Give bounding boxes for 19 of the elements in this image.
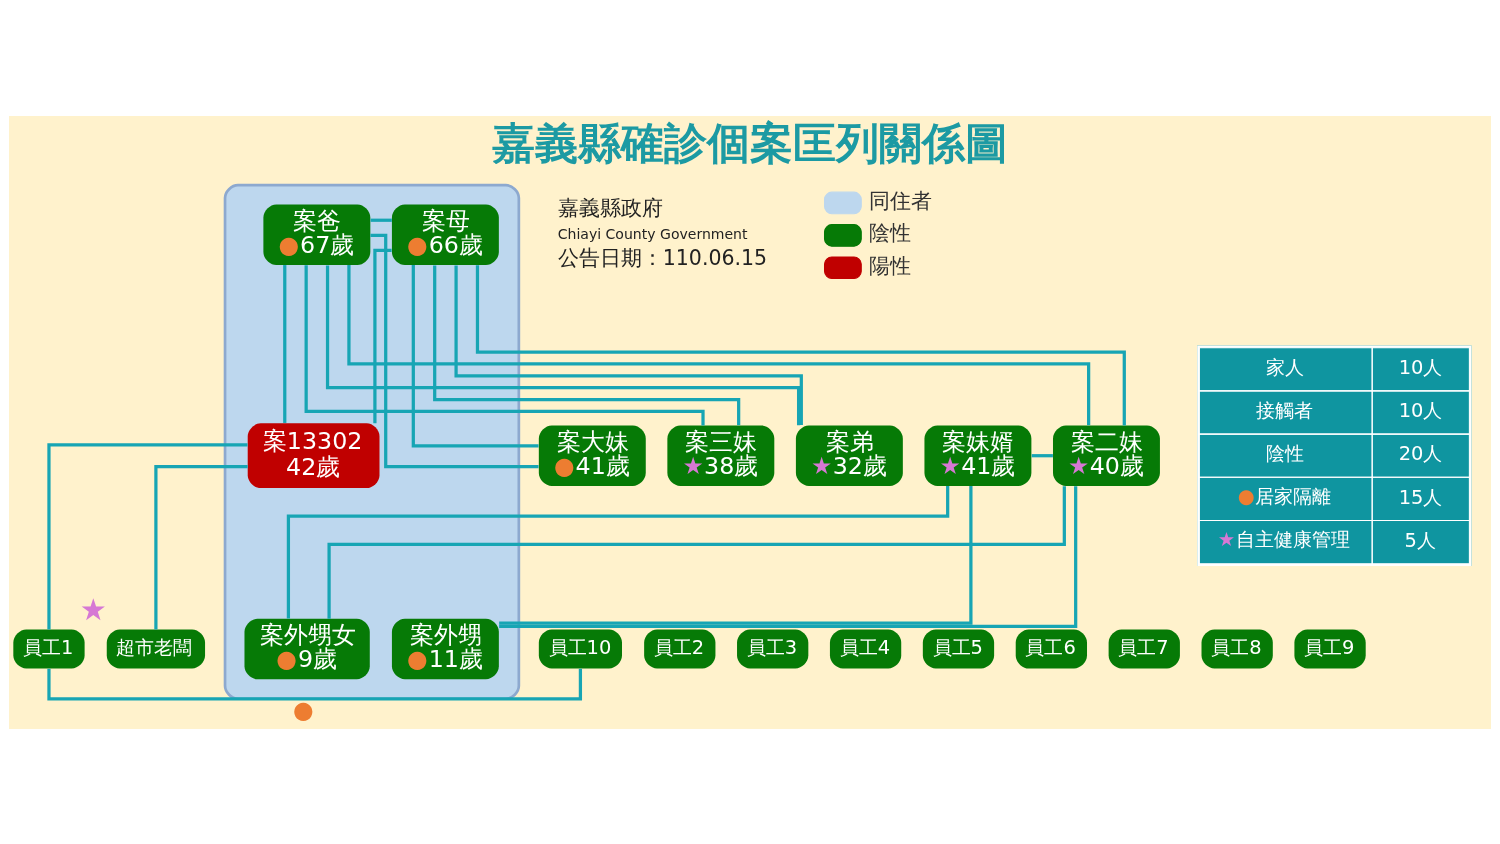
label: 公告日期：110.06.15	[557, 245, 768, 270]
label: 10人	[1398, 355, 1443, 379]
legend-label: 同住者	[868, 188, 932, 213]
label: 20人	[1398, 441, 1443, 465]
diagram-title: 嘉義縣確診個案匡列關係圖	[491, 117, 1008, 168]
edge-label: ●	[293, 695, 314, 724]
label: ●居家隔離	[1237, 484, 1331, 508]
legend-label: 陽性	[868, 253, 911, 278]
legend-label: 陰性	[868, 220, 911, 245]
label: 陰性	[1265, 441, 1304, 465]
label: 15人	[1398, 485, 1443, 509]
label: 5人	[1404, 528, 1436, 552]
label: ★自主健康管理	[1217, 527, 1351, 551]
label: 嘉義縣政府	[557, 195, 663, 220]
label: Chiayi County Government	[557, 224, 748, 241]
label: 接觸者	[1256, 398, 1314, 422]
label: 10人	[1398, 398, 1443, 422]
node-label: ★	[79, 591, 107, 627]
label: 家人	[1265, 355, 1304, 379]
